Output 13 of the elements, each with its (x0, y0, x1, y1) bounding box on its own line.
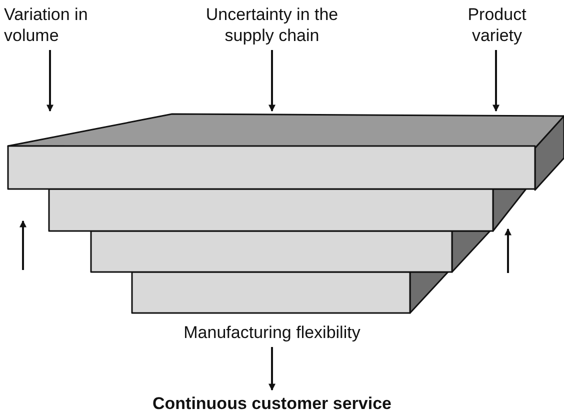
factor-label: Product variety (452, 4, 542, 46)
arrow (492, 50, 500, 112)
slab-layer (132, 272, 448, 313)
factor-label: Uncertainty in the supply chain (182, 4, 362, 46)
arrow (46, 50, 54, 112)
factor-label: Variation in volume (4, 4, 114, 46)
arrow (268, 50, 276, 112)
arrow (268, 347, 276, 391)
outcome-label: Continuous customer service (92, 393, 452, 414)
slab-layer (8, 114, 564, 190)
slab-layer (91, 231, 490, 272)
slab-layer (49, 189, 526, 231)
factor-label: Manufacturing flexibility (142, 322, 402, 343)
